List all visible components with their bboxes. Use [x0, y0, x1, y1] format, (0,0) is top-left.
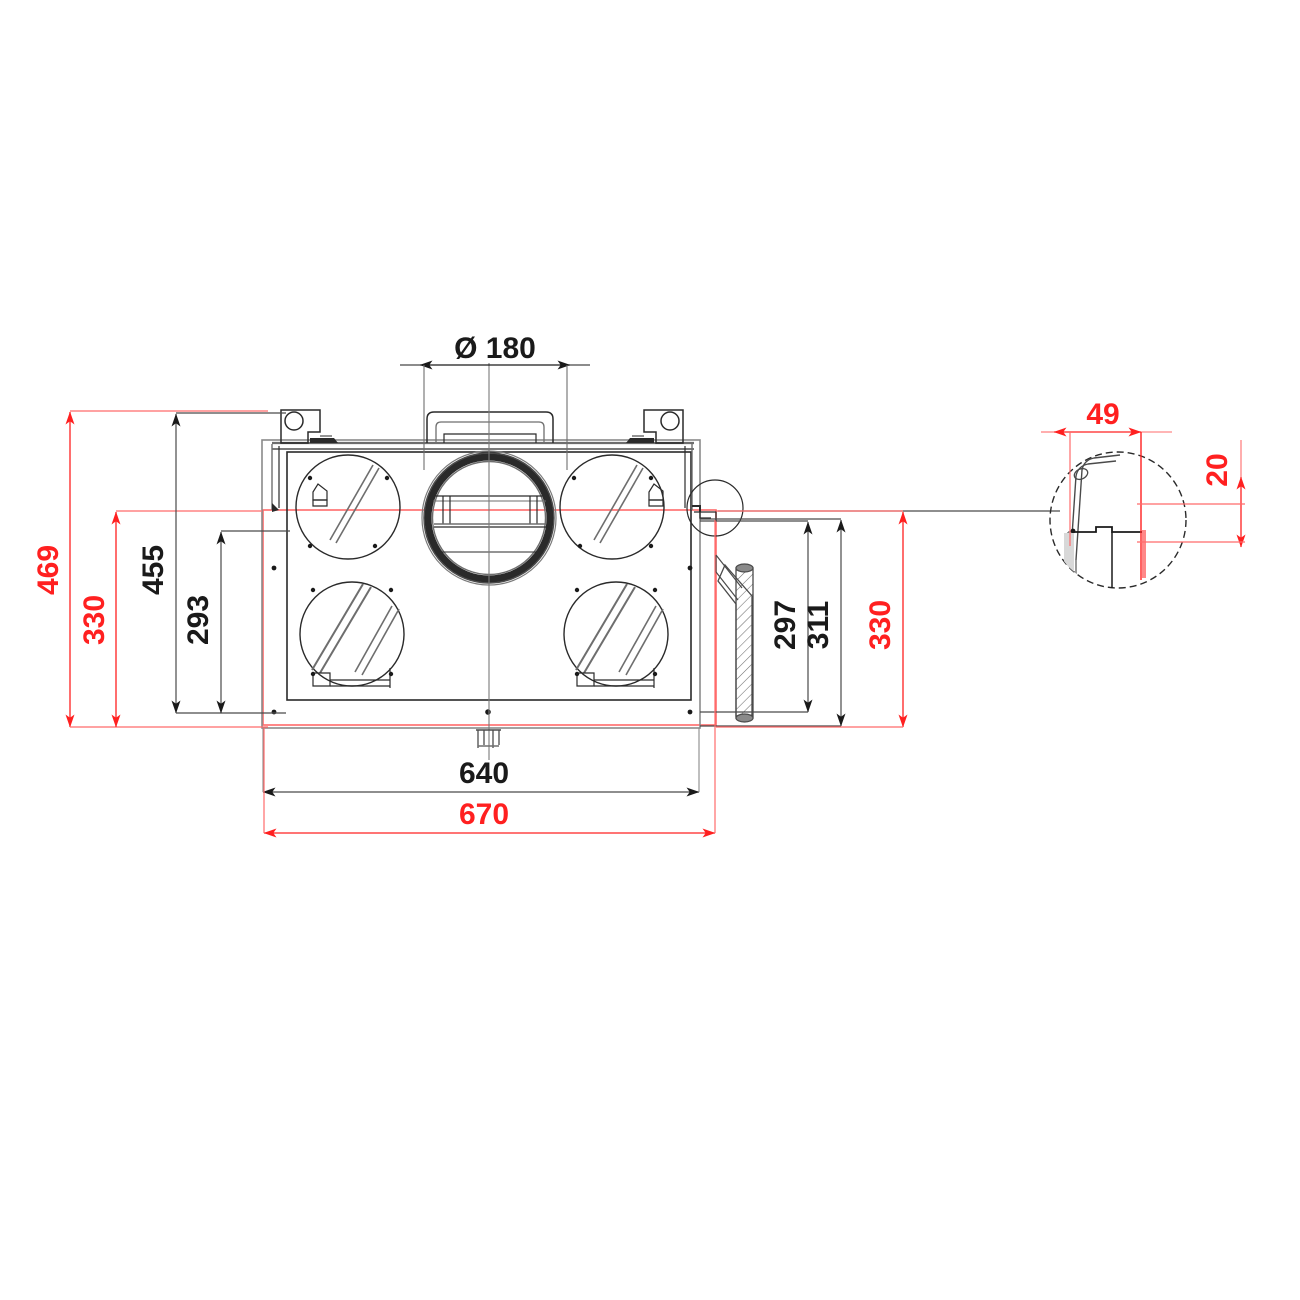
dimension-297: 297 [700, 520, 813, 713]
dimension-label-diameter-180: Ø 180 [454, 332, 536, 365]
dimension-640: 640 [262, 728, 700, 797]
mounting-bracket-right [626, 409, 693, 510]
dimension-label-49: 49 [1086, 398, 1119, 431]
dimension-670: 670 [263, 520, 716, 838]
main-unit-body [261, 363, 754, 760]
dimension-label-293: 293 [182, 595, 215, 645]
detail-enlarged-view [1049, 451, 1187, 589]
top-lid-protrusion [426, 411, 554, 443]
mounting-bracket-left [271, 409, 338, 512]
dimension-label-20: 20 [1201, 453, 1234, 486]
dimension-311: 311 [700, 518, 846, 727]
dimension-455: 455 [137, 412, 286, 714]
chassis-screw-bc [485, 709, 491, 715]
dimension-label-469: 469 [32, 545, 65, 595]
dimension-label-297: 297 [769, 600, 802, 650]
dimension-330-left: 330 [78, 510, 262, 728]
detail-marker-inner-edge [694, 511, 717, 521]
dimension-label-670: 670 [459, 798, 509, 831]
dimension-label-640: 640 [459, 757, 509, 790]
detail-view-boundary-circle [1049, 451, 1187, 589]
port-upper-right [559, 454, 665, 560]
bottom-drain-spigot [476, 729, 501, 748]
dimension-49: 49 [1041, 398, 1172, 580]
dimension-label-330-left: 330 [78, 595, 111, 645]
chassis-screw-tr [687, 565, 693, 571]
dimension-20: 20 [1137, 440, 1246, 548]
chassis-screw-bl [271, 709, 277, 715]
detail-marker-corner [692, 505, 701, 512]
chassis-screw-tl [271, 565, 277, 571]
port-lower-right [563, 581, 669, 688]
dimension-diameter-180: Ø 180 [400, 332, 590, 470]
port-lower-left [299, 581, 405, 688]
dimension-293: 293 [182, 530, 290, 714]
dimension-label-311: 311 [802, 601, 835, 649]
dimension-label-455: 455 [137, 545, 170, 595]
dimension-label-330-right: 330 [864, 600, 897, 650]
chassis-screw-br [687, 709, 693, 715]
port-upper-left [295, 454, 401, 560]
dimension-330-right: 330 [716, 510, 908, 728]
dimension-469: 469 [32, 410, 268, 728]
hatched-side-connector [715, 554, 754, 723]
chassis-outer-plate [261, 439, 701, 729]
